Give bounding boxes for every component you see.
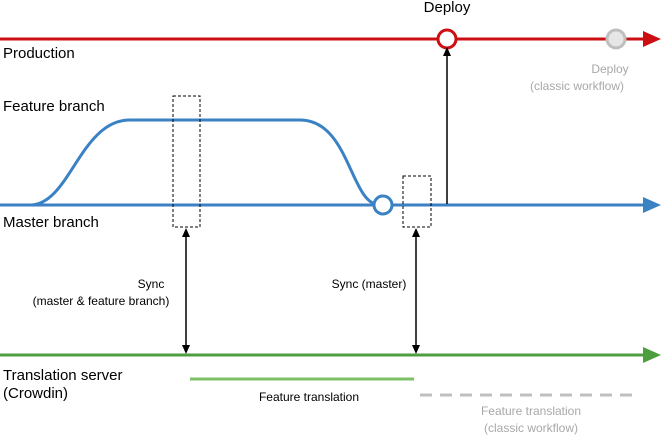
master-arrowhead	[643, 197, 661, 213]
translation-server-label-line1: Translation server	[3, 367, 123, 384]
deploy-classic-label-line1: Deploy	[591, 62, 628, 76]
feature-translation-classic-label-line2: (classic workflow)	[484, 421, 578, 435]
master-branch-label: Master branch	[3, 214, 99, 231]
feature-branch-line	[29, 118, 381, 207]
sync-feature-label-line2: (master & feature branch)	[33, 294, 170, 308]
deploy-label: Deploy	[424, 0, 471, 16]
feature-translation-label: Feature translation	[259, 390, 359, 404]
merge-node	[372, 194, 394, 216]
translation-server-label-line2: (Crowdin)	[3, 385, 68, 402]
sync-feature-box	[172, 95, 201, 228]
production-arrowhead	[643, 31, 661, 47]
sync-master-box	[402, 175, 432, 228]
deploy-node	[436, 28, 458, 50]
translation-arrowhead	[643, 347, 661, 363]
production-label: Production	[3, 45, 75, 62]
sync-master-label: Sync (master)	[332, 277, 407, 291]
deploy-classic-label-line2: (classic workflow)	[530, 79, 624, 93]
deploy-classic-node	[605, 28, 627, 50]
feature-branch-label: Feature branch	[3, 98, 105, 115]
sync-feature-label-line1: Sync	[138, 277, 165, 291]
feature-translation-classic-label-line1: Feature translation	[481, 404, 581, 418]
